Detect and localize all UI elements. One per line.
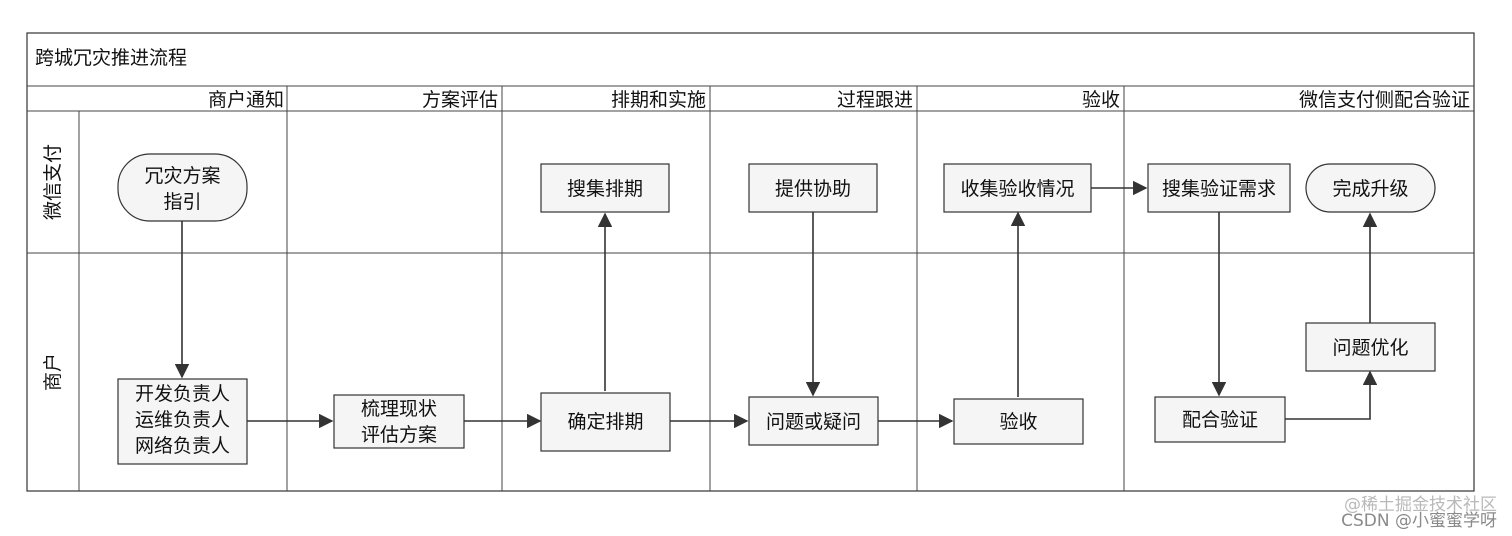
- node-drplan-guide: 冗灾方案 指引: [117, 153, 248, 222]
- svg-text:收集验收情况: 收集验收情况: [960, 178, 1074, 200]
- svg-text:搜集验证需求: 搜集验证需求: [1162, 178, 1276, 200]
- watermark-juejin: @稀土掘金技术社区: [1344, 495, 1497, 515]
- node-collect-acceptance: 收集验收情况: [943, 163, 1092, 213]
- lane-label-wechatpay: 微信支付: [42, 144, 64, 220]
- phase-label: 商户通知: [208, 89, 284, 111]
- phase-label: 方案评估: [422, 89, 498, 111]
- svg-text:梳理现状: 梳理现状: [361, 398, 437, 420]
- node-upgrade-complete: 完成升级: [1305, 163, 1436, 213]
- lane-label-merchant: 商户: [42, 353, 64, 391]
- diagram-frame: [26, 32, 1475, 492]
- phase-label: 微信支付侧配合验证: [1299, 89, 1470, 111]
- svg-text:指引: 指引: [163, 191, 201, 213]
- svg-text:开发负责人: 开发负责人: [135, 383, 230, 405]
- node-acceptance: 验收: [953, 398, 1084, 445]
- svg-text:配合验证: 配合验证: [1182, 409, 1258, 431]
- node-issue-optimization: 问题优化: [1305, 322, 1436, 372]
- node-cooperate-verify: 配合验证: [1154, 396, 1286, 443]
- node-confirm-schedule: 确定排期: [540, 392, 671, 452]
- svg-text:评估方案: 评估方案: [361, 424, 437, 446]
- svg-text:问题优化: 问题优化: [1332, 337, 1408, 359]
- watermark-csdn: CSDN @小蜜蜜学呀: [1341, 511, 1497, 531]
- phase-label: 过程跟进: [837, 89, 913, 111]
- svg-text:完成升级: 完成升级: [1332, 178, 1408, 200]
- node-collect-verify-needs: 搜集验证需求: [1147, 163, 1291, 213]
- diagram-title: 跨城冗灾推进流程: [35, 47, 187, 69]
- svg-text:运维负责人: 运维负责人: [135, 409, 230, 431]
- node-provide-help: 提供协助: [748, 163, 878, 213]
- connector-arrow: [1285, 370, 1378, 420]
- svg-text:提供协助: 提供协助: [775, 178, 851, 200]
- node-sort-plan: 梳理现状 评估方案: [333, 394, 465, 449]
- svg-text:网络负责人: 网络负责人: [135, 435, 230, 457]
- phase-label: 验收: [1082, 89, 1120, 111]
- svg-text:冗灾方案: 冗灾方案: [144, 165, 220, 187]
- svg-text:问题或疑问: 问题或疑问: [766, 411, 861, 433]
- node-collect-schedule: 搜集排期: [540, 163, 670, 213]
- svg-text:验收: 验收: [999, 411, 1037, 433]
- node-owners: 开发负责人 运维负责人 网络负责人: [117, 378, 248, 465]
- svg-text:搜集排期: 搜集排期: [567, 178, 643, 200]
- node-issues-questions: 问题或疑问: [748, 396, 879, 446]
- svg-text:确定排期: 确定排期: [567, 411, 643, 433]
- phase-label: 排期和实施: [611, 89, 706, 111]
